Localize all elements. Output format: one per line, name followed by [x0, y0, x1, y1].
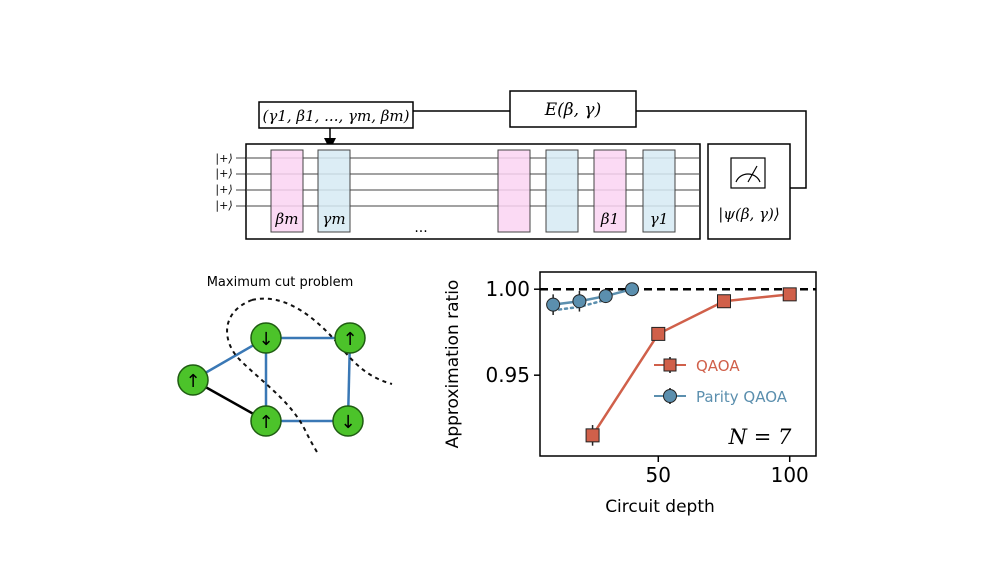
- measurement-meter-icon: [730, 157, 766, 189]
- data-point: [717, 294, 731, 309]
- mixer-gate: [593, 149, 627, 233]
- mixer-gate: [270, 149, 304, 233]
- series-line-parity-qaoa: [552, 287, 633, 306]
- graph-node: ↓: [332, 405, 364, 437]
- legend-label: Parity QAOA: [696, 388, 788, 406]
- qubit-label: |+⟩: [215, 183, 232, 197]
- spin-label: ↑: [342, 329, 357, 350]
- spin-label: ↓: [258, 329, 273, 350]
- series-line-qaoa: [591, 293, 790, 437]
- data-point: [651, 326, 666, 341]
- gate-label: γm: [322, 210, 345, 228]
- energy-box: [509, 90, 637, 128]
- data-point: [585, 428, 600, 443]
- spin-label: ↑: [185, 371, 200, 392]
- legend-entry-parity-qaoa: Parity QAOA: [654, 388, 788, 406]
- graph-node: ↑: [334, 322, 366, 354]
- legend-entry-qaoa: QAOA: [654, 357, 740, 375]
- ellipsis: ...: [414, 220, 427, 236]
- feedback-line-right: [636, 110, 807, 189]
- graph-node: ↑: [250, 405, 282, 437]
- cost-gate: [317, 149, 351, 233]
- y-axis-label: Approximation ratio: [443, 280, 463, 449]
- data-point: [546, 297, 561, 312]
- gate-label: γ1: [650, 210, 669, 228]
- parameter-label: (γ1, β1, ..., γm, βm): [263, 107, 410, 125]
- graph-node: ↑: [177, 364, 209, 396]
- legend: QAOA Parity QAOA: [654, 357, 788, 406]
- gate-label: β1: [600, 210, 619, 228]
- y-tick-label: 0.95: [485, 363, 530, 387]
- cut-line: [226, 299, 319, 455]
- x-tick-label: 100: [771, 463, 809, 487]
- graph-node: ↓: [250, 322, 282, 354]
- energy-label: E(β, γ): [544, 100, 601, 120]
- cost-gate: [545, 149, 579, 233]
- chart-panel: 50 100 1.00 0.95 Circuit depth Approximatio…: [443, 271, 817, 517]
- gate-label: βm: [275, 210, 299, 228]
- spin-label: ↑: [258, 412, 273, 433]
- y-tick-label: 1.00: [485, 277, 530, 301]
- system-size-annotation: N = 7: [728, 425, 792, 449]
- qubit-label: |+⟩: [215, 152, 232, 166]
- cost-gate: [642, 149, 676, 233]
- qubit-label: |+⟩: [215, 199, 232, 213]
- data-point: [625, 282, 639, 297]
- qubit-label: |+⟩: [215, 167, 232, 181]
- graph-panel: Maximum cut problem ↑ ↓ ↑ ↑ ↓: [177, 275, 393, 455]
- spin-label: ↓: [340, 412, 355, 433]
- parameter-box: [258, 101, 414, 129]
- legend-label: QAOA: [696, 357, 740, 375]
- state-label: |ψ(β, γ)⟩: [718, 205, 780, 223]
- x-axis-label: Circuit depth: [605, 497, 715, 517]
- data-point: [598, 289, 613, 304]
- circuit-panel: (γ1, β1, ..., γm, βm) E(β, γ) |+⟩ |+⟩ |+…: [215, 90, 807, 240]
- measurement-box: [707, 143, 791, 240]
- x-tick-label: 50: [646, 463, 671, 487]
- qubit-wire-leads: [236, 157, 246, 207]
- data-point: [782, 287, 797, 302]
- data-point: [572, 294, 587, 309]
- graph-title: Maximum cut problem: [207, 275, 354, 290]
- chart-marks: 50 100 1.00 0.95: [485, 277, 816, 487]
- mixer-gate: [497, 149, 531, 233]
